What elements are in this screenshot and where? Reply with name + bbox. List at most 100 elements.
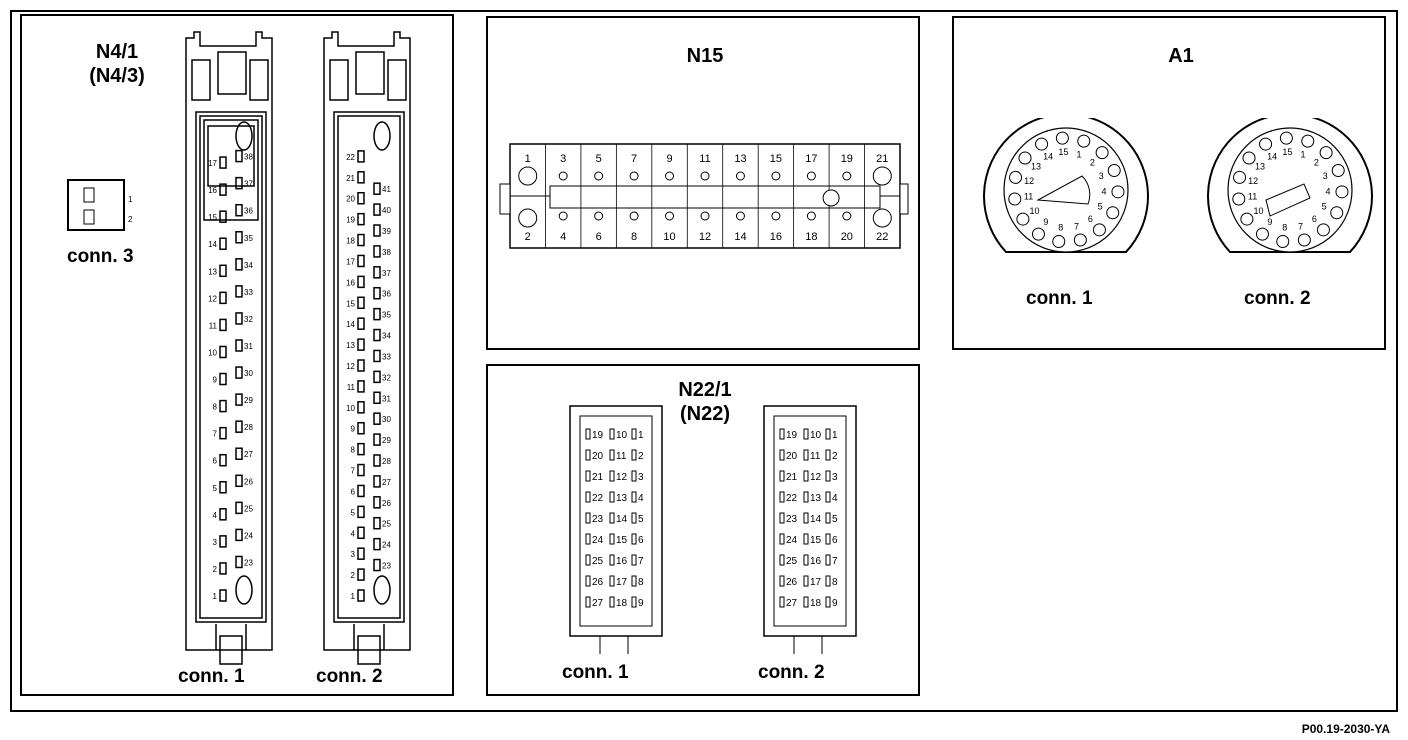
n22-conn2-pin [779,428,785,440]
n4-conn2-latch-right [387,59,407,101]
n4-conn2-left-pin [357,359,365,372]
n15-top-pin [518,166,538,186]
n4-conn2-left-pin [357,171,365,184]
n4-conn1-latch-right [249,59,269,101]
n4-conn1-right-pin [235,231,243,244]
n4-conn1-left-pin-label: 14 [208,240,217,249]
a1-conn2-pin-label: 5 [1322,202,1327,212]
n22-conn2-pin-label: 24 [786,535,798,546]
n22-conn2-pin [803,470,809,482]
n4-conn2-right-pin-label: 32 [382,373,391,382]
n4-conn1-right-pin [235,528,243,542]
n4-conn2-right-pin [373,475,381,488]
n4-conn2-pin-field [333,111,405,623]
n4-conn2-right-pin [373,516,381,530]
a1-conn1-pin-label: 12 [1024,176,1034,186]
n22-conn2-pin-label: 18 [810,598,822,609]
n4-conn2-left-pin-label: 14 [346,320,355,329]
n4-conn2-right-pin [373,266,381,279]
n4-conn2-left-pin-label: 13 [346,341,355,350]
n15-bottom-pin-label: 4 [560,231,566,243]
n4-conn1-left-pin [219,183,227,196]
n22-conn2-pin [825,596,831,608]
n4-conn1-left-pin-label: 17 [208,159,217,168]
n4-conn3-label: conn. 3 [67,246,134,267]
a1-conn2-pin-label: 14 [1267,151,1277,161]
n15-bottom-pin [806,211,816,221]
n22-conn2-pin [803,596,809,608]
n4-conn2-label: conn. 2 [316,666,383,687]
n15-bottom-pin-label: 12 [699,231,711,243]
n4-conn2-left-pin-label: 1 [351,592,356,601]
n22-conn2-pin-field [773,415,847,627]
n22-conn1-pin-label: 4 [638,493,644,504]
n4-conn1-right-pin-label: 36 [244,207,253,216]
n4-conn1-left-pin-label: 11 [209,321,218,330]
n4-conn2-left-pin-label: 3 [351,550,356,559]
n4-conn2-right-pin-label: 31 [382,394,391,403]
n4-conn2-left-pin-label: 16 [346,278,355,287]
n4-conn2-left-pin-label: 17 [346,257,355,266]
a1-conn2-pin [1301,134,1315,148]
a1-conn2-pin [1259,137,1273,151]
n22-conn2-pin-label: 9 [832,598,838,609]
n22-conn1-pin-label: 22 [592,493,604,504]
n22-conn2-pin-label: 13 [810,493,822,504]
a1-conn2-pin-label: 4 [1325,186,1330,196]
n4-conn2-left-pin-label: 21 [346,174,355,183]
a1-conn1-pin-label: 10 [1029,206,1039,216]
n4-conn2-right-pin [373,391,381,405]
diagram-frame [10,10,1398,712]
n22-conn1-pin [585,554,591,566]
n4-conn2-left-pin-label: 7 [351,467,356,476]
n4-conn2-right-pin [373,224,381,237]
n22-conn1-pin-label: 26 [592,577,604,588]
n22-conn1-pin-label: 15 [616,535,628,546]
n22-conn1-pin [631,554,637,566]
n15-bottom-pin-label: 16 [770,231,782,243]
n22-conn1-pin [609,470,615,482]
n22-conn1-pin [631,512,637,524]
n4-conn1-right-pin-label: 33 [244,288,253,297]
n4-conn1-left-pin [219,399,227,413]
a1-conn2-pin-label: 11 [1248,192,1257,202]
n4-conn2-left-pin [357,589,365,602]
n4-conn2-left-pin-label: 5 [351,508,356,517]
n15-top-pin-label: 1 [525,153,531,165]
n22-conn2-pin-label: 11 [810,451,821,462]
n15-bottom-pin-label: 6 [596,231,602,243]
n22-conn2-pin [825,575,831,587]
n22-conn1-pin [609,596,615,608]
n22-conn2-pin-label: 5 [832,514,838,525]
a1-conn2-pin-label: 9 [1267,217,1272,227]
a1-conn1-pin [1095,146,1109,160]
n4-conn2-right-pin-label: 34 [382,332,391,341]
a1-conn1-pin [1052,234,1066,248]
n4-conn1-right-pin-label: 23 [244,558,253,567]
n4-conn1-right-pin-label: 34 [244,261,253,270]
a1-conn2-pin [1330,206,1344,220]
a1-conn2-pin [1316,223,1330,237]
n4-conn1-left-pin [219,237,227,250]
n4-conn1-left-pin [219,156,227,169]
a1-conn2-pin-label: 8 [1282,223,1287,233]
a1-conn1-pin [1073,233,1087,247]
n4-connector-1: 1234567891011121314151617232425262728293… [185,31,273,665]
n22-conn1-pin [609,533,615,545]
n4-conn2-bottom-oval [373,575,391,605]
n4-conn2-right-pin [373,286,381,300]
n4-conn1-left-pin-label: 3 [213,538,218,547]
n4-conn1-left-pin [219,481,227,494]
n4-conn1-right-pin-label: 26 [244,477,253,486]
n4-conn1-right-pin [235,501,243,515]
n4-conn1-right-pin-label: 35 [244,234,253,243]
n22-conn2-pin [803,449,809,461]
n22-conn1-pin [609,449,615,461]
n4-conn2-left-pin [357,380,365,393]
a1-conn2-pin-label: 3 [1323,171,1328,181]
n4-conn2-right-pin [373,412,381,425]
a1-conn1-pin-label: 2 [1090,158,1095,168]
a1-conn1-pin-label: 13 [1031,162,1041,172]
n4-conn1-left-pin-label: 10 [208,348,217,357]
